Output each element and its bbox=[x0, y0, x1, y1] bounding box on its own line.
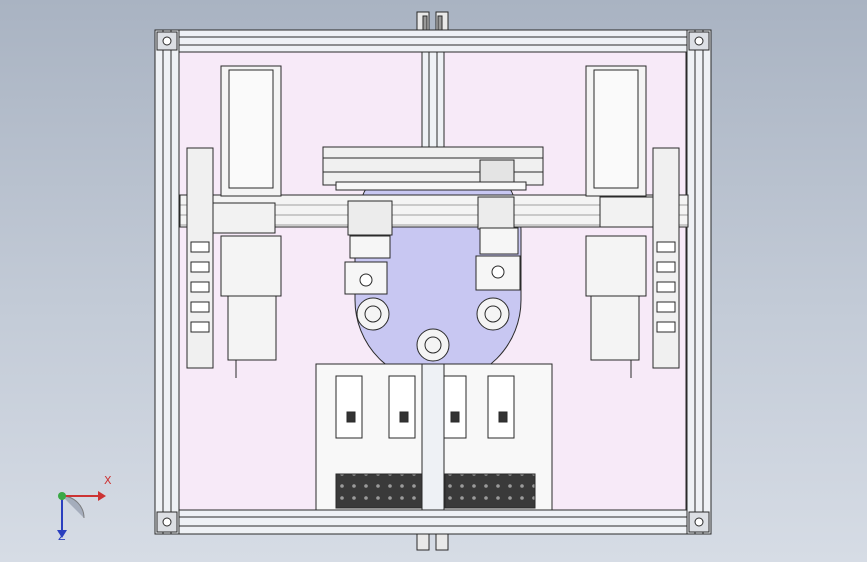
z-axis-label: Z bbox=[58, 530, 66, 543]
center-beam-front bbox=[421, 363, 445, 511]
right-gripper bbox=[475, 227, 521, 291]
axis-triad: X Z bbox=[44, 474, 124, 548]
outer-frame bbox=[154, 29, 712, 535]
left-vertical-drive bbox=[220, 65, 282, 378]
left-cable-chain bbox=[186, 147, 214, 369]
x-axis-label: X bbox=[104, 474, 112, 487]
cross-rail bbox=[179, 194, 689, 236]
left-gripper bbox=[344, 235, 391, 295]
corner-brackets bbox=[156, 31, 710, 533]
top-mount-blocks bbox=[416, 11, 449, 551]
upper-linear-module bbox=[322, 146, 544, 191]
right-vertical-drive bbox=[585, 65, 647, 378]
right-cable-chain bbox=[652, 147, 680, 369]
